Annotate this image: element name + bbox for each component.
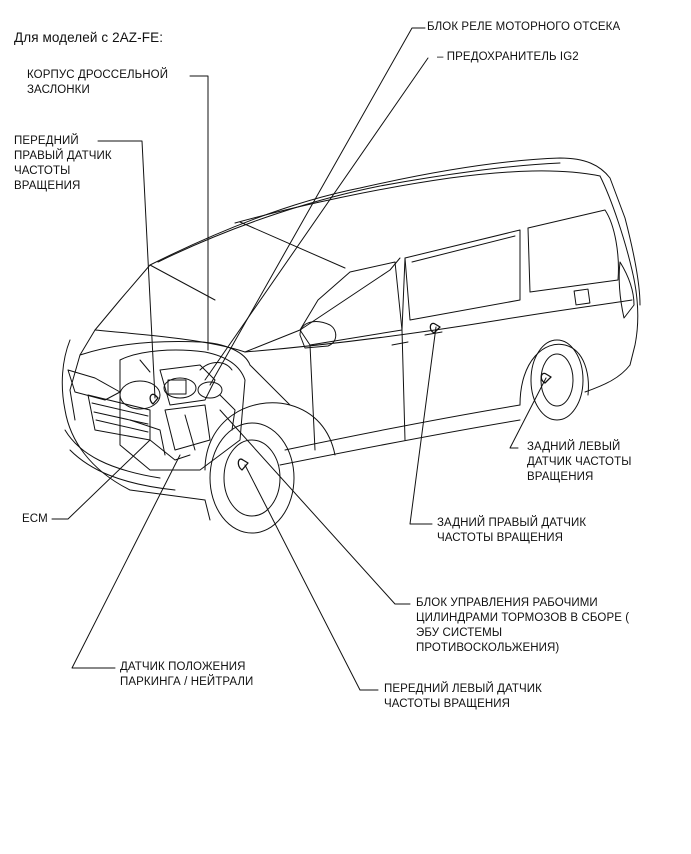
- label-rear-right-speed-sensor: ЗАДНИЙ ПРАВЫЙ ДАТЧИК ЧАСТОТЫ ВРАЩЕНИЯ: [437, 517, 587, 544]
- label-ig2-fuse: – ПРЕДОХРАНИТЕЛЬ IG2: [437, 51, 579, 63]
- label-brake-actuator: БЛОК УПРАВЛЕНИЯ РАБОЧИМИ ЦИЛИНДРАМИ ТОРМ…: [416, 597, 630, 654]
- page-title: Для моделей с 2AZ-FE:: [14, 30, 164, 45]
- front-right-sensor-icon: [149, 393, 159, 405]
- front-left-sensor-icon: [237, 458, 249, 471]
- label-front-left-speed-sensor: ПЕРЕДНИЙ ЛЕВЫЙ ДАТЧИК ЧАСТОТЫ ВРАЩЕНИЯ: [384, 683, 542, 710]
- label-park-neutral-switch: ДАТЧИК ПОЛОЖЕНИЯ ПАРКИНГА / НЕЙТРАЛИ: [120, 661, 254, 688]
- rear-right-sensor-icon: [429, 322, 441, 334]
- label-throttle-body: КОРПУС ДРОССЕЛЬНОЙ ЗАСЛОНКИ: [27, 69, 169, 96]
- rear-left-sensor-icon: [540, 372, 552, 384]
- label-rear-left-speed-sensor: ЗАДНИЙ ЛЕВЫЙ ДАТЧИК ЧАСТОТЫ ВРАЩЕНИЯ: [527, 441, 632, 483]
- label-front-right-speed-sensor: ПЕРЕДНИЙ ПРАВЫЙ ДАТЧИК ЧАСТОТЫ ВРАЩЕНИЯ: [14, 135, 112, 192]
- engine-bay: [119, 349, 246, 471]
- leader-lines: [51, 27, 547, 691]
- sensor-markers: [149, 322, 552, 471]
- label-engine-relay-block: БЛОК РЕЛЕ МОТОРНОГО ОТСЕКА: [427, 21, 621, 33]
- label-ecm: ECM: [22, 513, 48, 525]
- van-body: [61, 157, 641, 534]
